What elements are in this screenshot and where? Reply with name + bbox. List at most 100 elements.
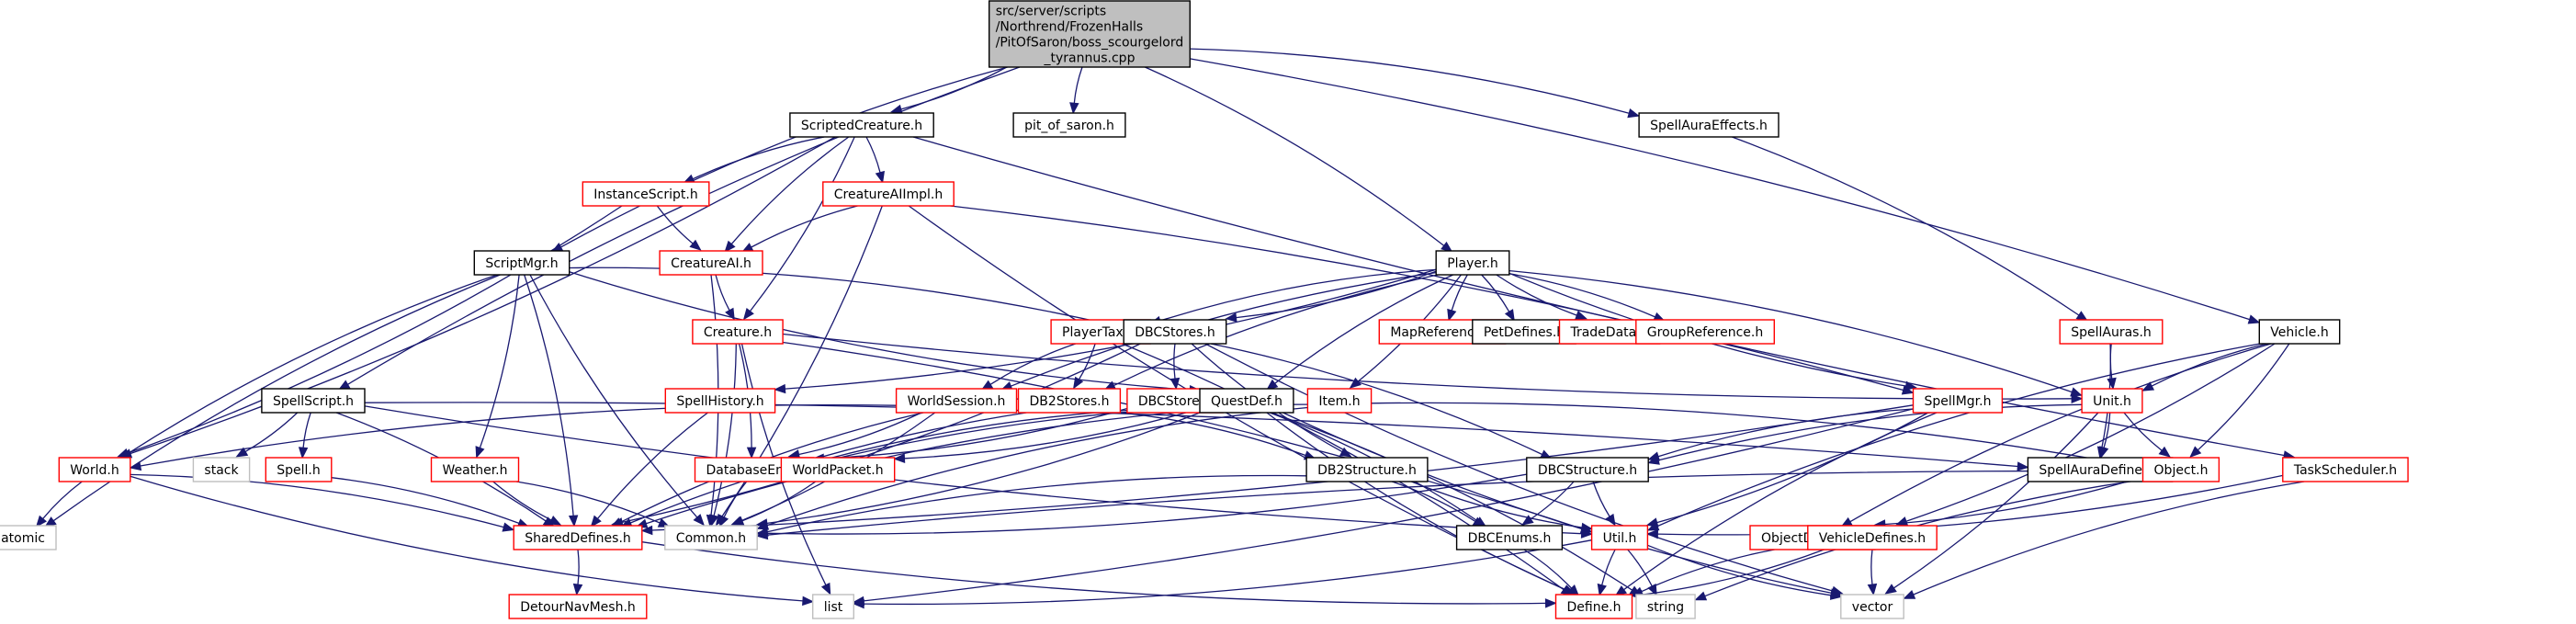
node-root[interactable]: src/server/scripts/Northrend/FrozenHalls…	[988, 0, 1191, 68]
node-QuestDef[interactable]: QuestDef.h	[1199, 388, 1294, 414]
node-DetourNavMesh[interactable]: DetourNavMesh.h	[508, 594, 648, 619]
node-atomic: atomic	[0, 525, 57, 550]
node-label: DatabaseEnv.h	[706, 463, 802, 478]
node-Item[interactable]: Item.h	[1306, 388, 1373, 414]
edge-DB2Structure-to-Util	[1411, 481, 1594, 533]
node-string: string	[1635, 594, 1696, 619]
node-box	[2081, 388, 2143, 414]
node-SpellAuras[interactable]: SpellAuras.h	[2059, 319, 2164, 345]
edge-DBCStores-to-DBCStore	[1169, 343, 1181, 391]
edge-line	[244, 412, 299, 452]
edge-line	[130, 136, 836, 455]
node-ScriptedCreature[interactable]: ScriptedCreature.h	[789, 112, 934, 138]
node-SpellHistory[interactable]: SpellHistory.h	[664, 388, 776, 414]
edge-TaskScheduler-to-vector	[1903, 481, 2305, 599]
edge-Unit-to-DBCStructure	[1647, 403, 2083, 465]
node-box	[1590, 525, 1649, 550]
node-SharedDefines[interactable]: SharedDefines.h	[513, 525, 643, 550]
edge-line	[1656, 343, 2261, 528]
node-box	[582, 181, 710, 207]
edge-line	[1870, 549, 1873, 585]
node-Vehicle[interactable]: Vehicle.h	[2258, 319, 2341, 345]
node-box	[988, 0, 1191, 68]
arrowhead-icon	[1521, 515, 1534, 526]
edge-line	[864, 408, 1914, 602]
node-label: SpellAuraDefines.h	[2039, 463, 2161, 478]
arrowhead-icon	[1544, 598, 1557, 608]
arrowhead-icon	[548, 516, 562, 526]
edge-line	[1204, 343, 1833, 592]
edge-InstanceScript-to-World	[117, 205, 623, 458]
node-DBCStores[interactable]: DBCStores.h	[1123, 319, 1227, 345]
arrowhead-icon	[774, 383, 786, 394]
node-GroupReference[interactable]: GroupReference.h	[1635, 319, 1776, 345]
edge-ScriptMgr-to-Weather	[475, 274, 520, 459]
edge-Unit-to-Object	[2123, 412, 2171, 458]
edge-ScriptedCreature-to-Creature	[742, 136, 855, 321]
edge-line	[1190, 48, 1630, 114]
node-Creature[interactable]: Creature.h	[692, 319, 784, 345]
edge-PlayerTaxi-to-DB2Stores	[1073, 343, 1096, 390]
node-Spell[interactable]: Spell.h	[265, 457, 333, 482]
arrowhead-icon	[1447, 308, 1457, 322]
node-Weather[interactable]: Weather.h	[430, 457, 520, 482]
arrowhead-icon	[1829, 590, 1843, 600]
node-label: atomic	[1, 531, 45, 546]
edge-line	[1913, 481, 2305, 596]
edge-Player-to-TradeData	[1496, 274, 1587, 320]
edge-line	[1647, 544, 1832, 596]
edge-line	[1011, 271, 1437, 387]
node-Util[interactable]: Util.h	[1590, 525, 1649, 550]
arrowhead-icon	[2071, 393, 2084, 404]
node-ScriptMgr[interactable]: ScriptMgr.h	[473, 250, 571, 276]
arrowhead-icon	[1597, 583, 1607, 596]
edge-Creature-to-Unit	[783, 333, 2084, 404]
node-box	[780, 457, 896, 482]
node-box	[1807, 525, 1938, 550]
edge-Vehicle-to-Object	[2189, 343, 2290, 458]
edge-line	[1884, 476, 2143, 526]
edge-line	[723, 481, 748, 517]
node-World[interactable]: World.h	[58, 457, 131, 482]
node-label: SpellMgr.h	[1925, 394, 1992, 409]
node-SpellMgr[interactable]: SpellMgr.h	[1912, 388, 2004, 414]
edge-line	[823, 407, 1128, 459]
node-SpellScript[interactable]: SpellScript.h	[261, 388, 366, 414]
edge-line	[1623, 412, 1938, 591]
node-DB2Stores[interactable]: DB2Stores.h	[1017, 388, 1122, 414]
edge-Unit-to-SpellAuraDefines	[2099, 412, 2111, 459]
node-DB2Structure[interactable]: DB2Structure.h	[1305, 457, 1429, 482]
node-Player[interactable]: Player.h	[1435, 250, 1510, 276]
node-VehicleDefines[interactable]: VehicleDefines.h	[1807, 525, 1938, 550]
node-WorldSession[interactable]: WorldSession.h	[895, 388, 1018, 414]
edge-line	[1451, 274, 1468, 312]
arrowhead-icon	[731, 516, 745, 526]
node-InstanceScript[interactable]: InstanceScript.h	[582, 181, 710, 207]
node-CreatureAIImpl[interactable]: CreatureAIImpl.h	[822, 181, 955, 207]
node-label: DBCStore.h	[1138, 394, 1212, 409]
arrowhead-icon	[875, 170, 886, 184]
node-DBCEnums[interactable]: DBCEnums.h	[1455, 525, 1564, 550]
node-CreatureAI[interactable]: CreatureAI.h	[659, 250, 763, 276]
node-SpellAuraEffects[interactable]: SpellAuraEffects.h	[1638, 112, 1779, 138]
node-TaskScheduler[interactable]: TaskScheduler.h	[2282, 457, 2409, 482]
node-box	[664, 525, 758, 550]
edge-Creature-to-Util	[783, 341, 1593, 534]
node-DBCStructure[interactable]: DBCStructure.h	[1526, 457, 1649, 482]
edge-line	[331, 477, 520, 525]
node-box	[508, 594, 648, 619]
node-label: DBCStores.h	[1135, 325, 1215, 340]
node-Object[interactable]: Object.h	[2141, 457, 2220, 482]
node-pit_of_saron[interactable]: pit_of_saron.h	[1012, 112, 1126, 138]
edge-TaskScheduler-to-Util	[1646, 474, 2283, 539]
edge-line	[950, 205, 1904, 391]
arrowhead-icon	[2099, 446, 2109, 459]
edge-line	[2151, 343, 2267, 387]
node-Define[interactable]: Define.h	[1554, 594, 1633, 619]
edge-line	[766, 412, 1201, 525]
arrowhead-icon	[742, 307, 754, 321]
node-box	[1638, 112, 1779, 138]
node-label: GroupReference.h	[1647, 325, 1763, 340]
node-Unit[interactable]: Unit.h	[2081, 388, 2143, 414]
node-WorldPacket[interactable]: WorldPacket.h	[780, 457, 896, 482]
